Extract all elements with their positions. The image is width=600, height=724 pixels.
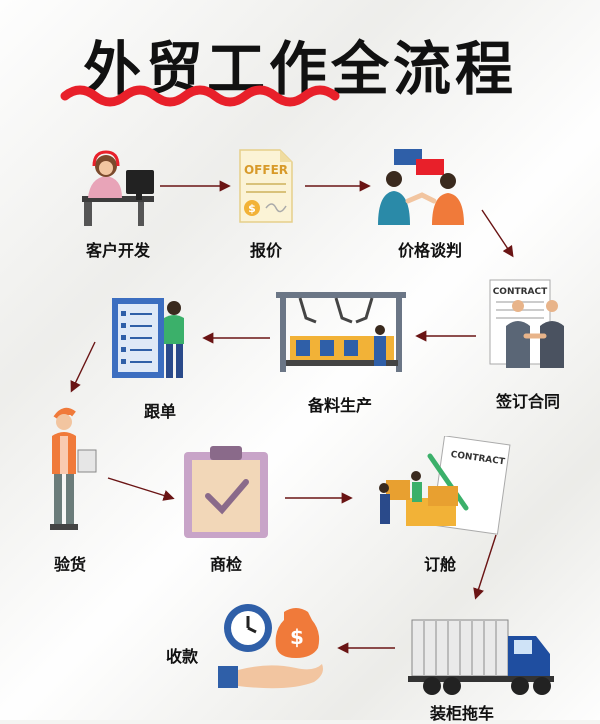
clipboard-check-icon (184, 446, 268, 538)
step-label-4: 签订合同 (495, 392, 561, 411)
svg-text:$: $ (248, 202, 256, 215)
factory-production-icon (276, 292, 406, 372)
payment-icon: $ (218, 604, 323, 689)
offer-document-icon: OFFER $ (239, 149, 293, 223)
step-label-10: 装柜拖车 (429, 704, 495, 723)
arrow-6 (70, 341, 96, 393)
arrow-7 (107, 477, 175, 501)
container-truck-icon (408, 619, 554, 695)
step-label-5: 备料生产 (307, 396, 373, 415)
contract-text-a: CONTRACT (493, 287, 548, 297)
svg-text:$: $ (290, 625, 304, 649)
customer-service-icon (82, 150, 154, 226)
arrow-3 (481, 209, 514, 258)
arrow-9 (473, 534, 497, 600)
step-label-9: 订舱 (423, 555, 457, 574)
negotiation-icon (378, 149, 464, 225)
step-label-3: 价格谈判 (397, 241, 463, 260)
step-label-11: 收款 (165, 647, 199, 666)
step-label-2: 报价 (249, 241, 283, 260)
title-squiggle-underline (60, 85, 340, 107)
step-label-6: 跟单 (143, 402, 177, 421)
checklist-worker-icon (112, 298, 184, 378)
step-label-7: 验货 (53, 555, 87, 574)
step-label-8: 商检 (209, 555, 243, 574)
booking-contract-icon: CONTRACT (379, 436, 511, 535)
contract-handshake-icon: CONTRACT (489, 279, 564, 368)
offer-text: OFFER (244, 163, 288, 177)
inspector-icon (50, 407, 97, 530)
step-label-1: 客户开发 (85, 241, 151, 260)
